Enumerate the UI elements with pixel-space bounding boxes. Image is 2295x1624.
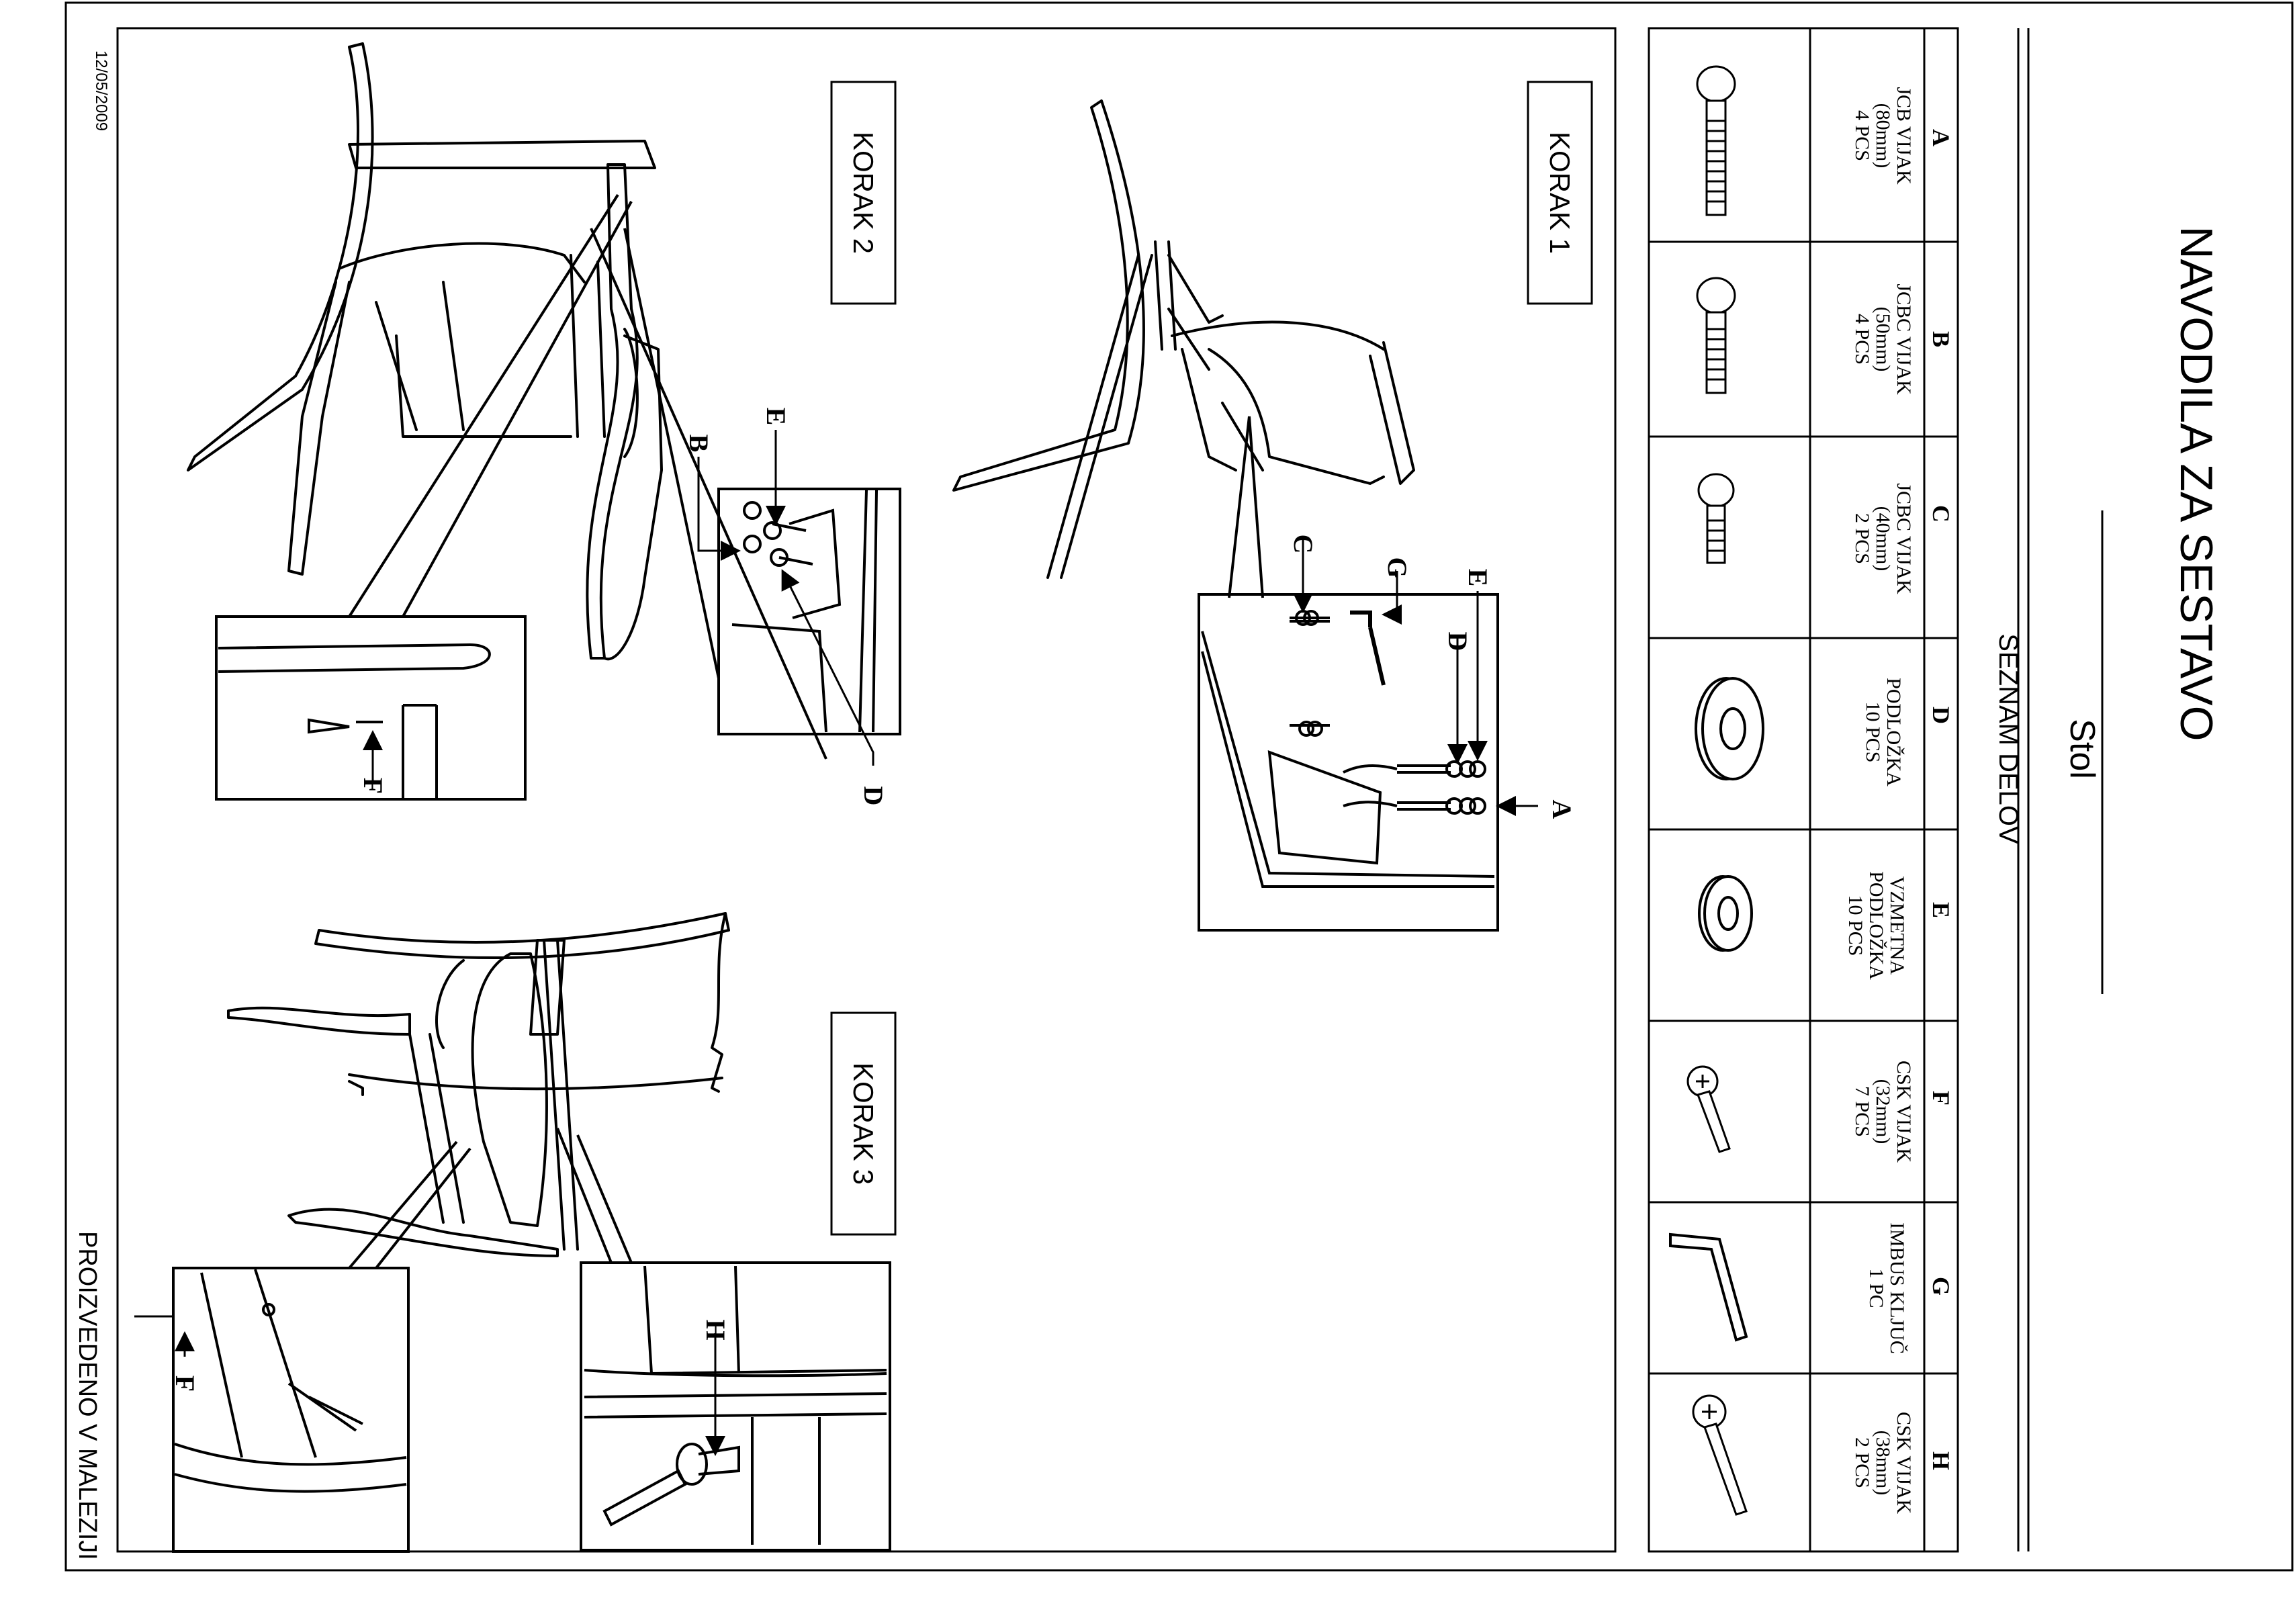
part-name: IMBUS KLJUČ [1886,1222,1908,1354]
part-size: (80mm) [1872,103,1894,169]
part-qty: 2 PCS [1851,1437,1873,1488]
part-name: VZMETNA [1886,876,1908,975]
part-qty: 4 PCS [1851,314,1873,365]
hex-bolt-medium-icon [1696,277,1736,394]
page-title: NAVODILA ZA SESTAVO [2171,226,2222,741]
part-letter: B [1928,330,1954,347]
step2-label-box [830,81,897,305]
part-qty: 2 PCS [1851,513,1873,564]
part-description-h: CSK VIJAK (38mm) 2 PCS [1847,1382,1915,1543]
outer-border [64,1,2294,1572]
part-name: PODLOŽKA [1883,678,1905,786]
step2-detail-box-bottom [215,193,633,801]
step2-chair-drawing [187,42,663,661]
step1-label: KORAK 1 [1544,131,1576,255]
hex-bolt-short-icon [1697,473,1735,564]
part-name: CSK VIJAK [1893,1412,1915,1514]
step1-callout: E [1463,568,1493,587]
part-letter: F [1928,1091,1954,1106]
allen-key-icon [1669,1232,1748,1342]
part-size: (50mm) [1872,306,1894,372]
flat-washer-icon [1695,677,1764,780]
step3-detail-box-right [556,1128,891,1551]
step2-detail-box-top [590,228,901,760]
part-qty: 10 PCS [1862,701,1884,763]
part-name: JCBC VIJAK [1893,283,1915,395]
step3-detail-box-left [172,1140,471,1553]
step1-callout: C [1288,534,1318,554]
step2-label: KORAK 2 [848,131,879,255]
step3-arrows [134,1315,725,1456]
parts-table [1648,27,1959,1553]
part-letter: H [1928,1451,1954,1470]
part-description-g: IMBUS KLJUČ 1 PC [1840,1201,1908,1375]
step3-label: KORAK 3 [848,1062,879,1185]
step2-callout: D [858,786,889,806]
step3-chair-drawing [227,912,730,1257]
date-stamp: 12/05/2009 [92,50,110,132]
step1-callout: A [1547,799,1577,819]
wood-screw-short-icon [1686,1065,1731,1153]
part-letter: D [1928,707,1954,724]
step3-label-box [830,1011,897,1236]
footer-made-in: PROIZVEDENO V MALEZIJI [73,1231,101,1560]
step1-chair-drawing [952,99,1415,579]
parts-heading: SEZNAM DELOV [1993,633,2023,844]
part-letter: A [1928,129,1954,146]
part-qty: 4 PCS [1851,110,1873,161]
step1-label-box [1527,81,1593,305]
part-qty: 1 PC [1865,1268,1887,1308]
part-size: (40mm) [1872,506,1894,572]
page-subtitle: Stol [2063,719,2102,779]
part-description-a: JCB VIJAK (80mm) 4 PCS [1847,55,1915,216]
step2-callout: F [358,777,388,795]
hex-bolt-long-icon [1696,65,1736,216]
step1-arrows [1293,537,1538,816]
step3-callout: H [701,1319,731,1341]
part-description-d: PODLOŽKA 10 PCS [1837,645,1905,819]
part-letter: G [1928,1276,1954,1296]
part-letter: E [1928,901,1954,918]
step2-callout: B [684,434,714,453]
part-name: JCB VIJAK [1893,87,1915,185]
spring-washer-icon [1698,875,1753,952]
part-description-c: JCBC VIJAK (40mm) 2 PCS [1847,458,1915,619]
step2-callout: E [761,407,791,426]
step1-callout: D [1443,631,1473,651]
part-letter: C [1928,505,1954,523]
step1-detail-box [1198,416,1499,932]
part-description-b: JCBC VIJAK (50mm) 4 PCS [1847,259,1915,420]
part-size: (38mm) [1872,1430,1894,1496]
part-description-f: CSK VIJAK (32mm) 7 PCS [1847,1031,1915,1192]
wood-screw-long-icon [1692,1394,1748,1516]
step3-callout: F [170,1375,200,1392]
part-size: (32mm) [1872,1079,1894,1144]
part-description-e: VZMETNA PODLOŽKA 10 PCS [1840,838,1908,1013]
part-qty: 7 PCS [1851,1086,1873,1137]
part-name: CSK VIJAK [1893,1061,1915,1163]
step2-arrows [363,430,874,782]
part-size: PODLOŽKA [1865,871,1887,980]
part-name: JCBC VIJAK [1893,483,1915,594]
step1-callout: G [1382,557,1412,578]
part-qty: 10 PCS [1844,895,1866,956]
